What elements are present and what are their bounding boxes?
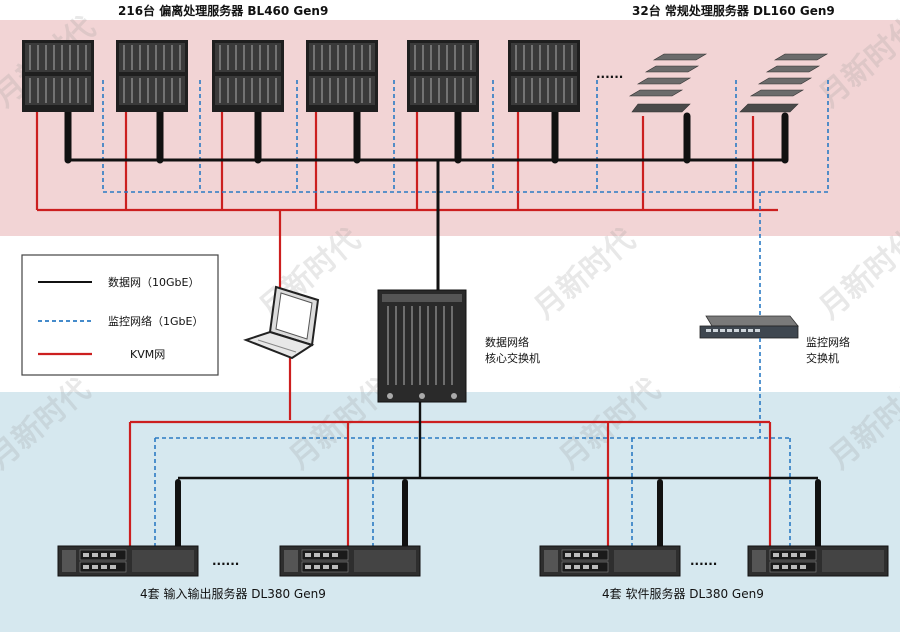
watermark-text: 月新时代 <box>813 222 900 326</box>
blade-enclosures <box>22 40 580 112</box>
bottom-left-caption: 4套 输入输出服务器 DL380 Gen9 <box>140 586 326 601</box>
monitor-top-lines <box>102 80 829 318</box>
bottom-right-ellipsis: ...... <box>690 554 717 568</box>
blade-enclosure <box>306 40 378 112</box>
blade-enclosure <box>212 40 284 112</box>
monitor-switch-icon <box>699 315 799 339</box>
data-top-lines <box>68 158 788 290</box>
dl380-servers <box>57 545 889 577</box>
watermark-text: 月新时代 <box>528 222 642 326</box>
legend-kvm-label: KVM网 <box>130 348 165 361</box>
top-left-title: 216台 偏离处理服务器 BL460 Gen9 <box>118 3 328 18</box>
laptop-icon <box>243 285 320 360</box>
blade-enclosure <box>407 40 479 112</box>
legend: 数据网（10GbE） 监控网络（1GbE） KVM网 <box>21 254 219 376</box>
dl380-server <box>57 545 199 577</box>
legend-data-label: 数据网（10GbE） <box>108 275 199 289</box>
blade-enclosure <box>508 40 580 112</box>
top-uplink-cables <box>64 108 789 164</box>
dl160-stacks <box>628 53 829 113</box>
blade-enclosure <box>116 40 188 112</box>
bottom-zone-background <box>0 392 900 632</box>
dl160-stack-left <box>628 53 708 113</box>
monitor-bottom-lines <box>154 338 791 548</box>
legend-monitor-label: 监控网络（1GbE） <box>108 314 203 328</box>
kvm-bottom-lines <box>128 420 772 548</box>
top-right-title: 32台 常规处理服务器 DL160 Gen9 <box>632 3 835 18</box>
dl380-server <box>279 545 421 577</box>
dl380-server <box>539 545 681 577</box>
top-ellipsis: ...... <box>596 67 623 81</box>
core-switch-label-line1: 数据网络 <box>485 335 529 349</box>
blade-enclosure <box>22 40 94 112</box>
monitor-switch-label-line1: 监控网络 <box>806 335 850 349</box>
bottom-uplink-cables <box>175 479 821 549</box>
core-switch-icon <box>377 289 467 403</box>
bottom-left-ellipsis: ...... <box>212 554 239 568</box>
monitor-switch-label-line2: 交换机 <box>806 351 839 365</box>
core-switch-label-line2: 核心交换机 <box>485 351 540 365</box>
dl160-stack-right <box>739 53 829 113</box>
data-bottom-lines <box>178 402 818 480</box>
dl380-server <box>747 545 889 577</box>
bottom-right-caption: 4套 软件服务器 DL380 Gen9 <box>602 586 764 601</box>
